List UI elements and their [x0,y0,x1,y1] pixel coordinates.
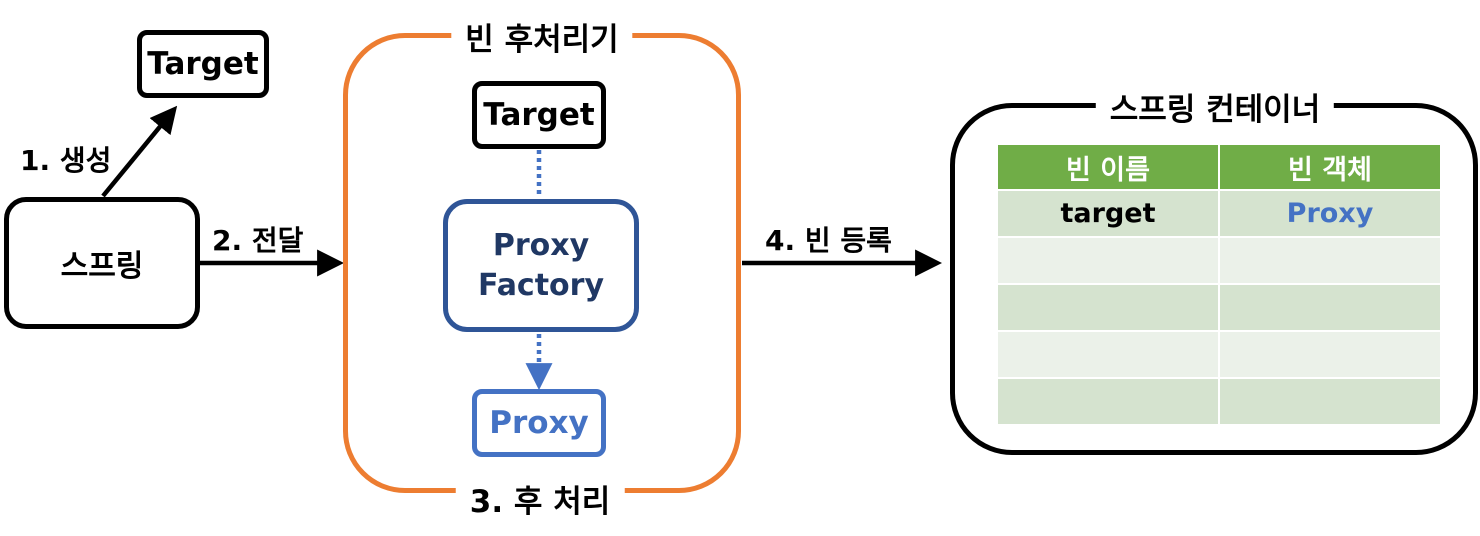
cell-bean-name [996,236,1220,285]
create-arrow [101,105,178,198]
proxy-label: Proxy [489,405,589,441]
spring-box: 스프링 [4,197,200,329]
created-target-box: Target [137,30,269,98]
step-register-label: 4. 빈 등록 [765,224,892,257]
bean-post-processor-title: 빈 후처리기 [451,14,633,59]
table-header-row: 빈 이름 빈 객체 [996,143,1442,191]
cell-bean-object [1218,283,1442,332]
table-row [996,377,1442,426]
cell-bean-name [996,377,1220,426]
cell-bean-object: Proxy [1218,189,1442,238]
header-bean-name: 빈 이름 [996,143,1220,191]
bean-table: 빈 이름 빈 객체 target Proxy [996,143,1442,426]
cell-bean-name [996,330,1220,379]
table-row [996,236,1442,285]
cell-bean-name [996,283,1220,332]
cell-bean-object [1218,330,1442,379]
spring-label: 스프링 [60,249,144,284]
table-row: target Proxy [996,189,1442,238]
cell-bean-name: target [996,189,1220,238]
created-target-label: Target [147,46,259,82]
proxy-factory-label-line2: Factory [477,267,605,303]
proxy-box: Proxy [472,389,606,457]
step-post-process-label: 3. 후 처리 [455,476,625,521]
cell-bean-object [1218,236,1442,285]
proxy-factory-box: Proxy Factory [443,199,639,332]
spring-container-title: 스프링 컨테이너 [1095,84,1335,129]
cell-bean-object [1218,377,1442,426]
proxy-factory-label-line1: Proxy [492,227,590,263]
table-row [996,283,1442,332]
bpp-target-label: Target [483,97,595,133]
bpp-target-box: Target [472,81,606,149]
header-bean-object: 빈 객체 [1218,143,1442,191]
table-row [996,330,1442,379]
step-create-label: 1. 생성 [20,144,112,177]
step-pass-label: 2. 전달 [212,224,304,257]
